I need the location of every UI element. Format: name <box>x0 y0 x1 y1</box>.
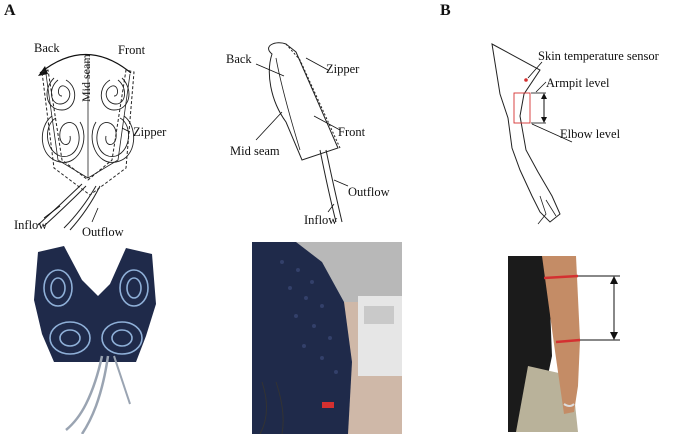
side-view-zipper-label: Zipper <box>326 62 360 76</box>
side-view-back-label: Back <box>226 52 252 66</box>
arm-photo <box>508 256 630 432</box>
side-view-front-label: Front <box>338 125 366 139</box>
arm-sensor-label: Skin temperature sensor <box>538 49 659 63</box>
side-view-inflow-label: Inflow <box>304 213 338 227</box>
front-view-front-label: Front <box>118 43 146 57</box>
front-view-zipper-label: Zipper <box>133 125 167 139</box>
panel-label-a: A <box>4 2 16 19</box>
front-view-outflow-label: Outflow <box>82 225 124 239</box>
side-view-mid-seam-label: Mid seam <box>230 144 280 158</box>
garment-front-photo <box>26 244 166 434</box>
side-view-outflow-label: Outflow <box>348 185 390 199</box>
front-view-back-label: Back <box>34 41 60 55</box>
panel-label-b: B <box>440 2 451 19</box>
front-view-inflow-label: Inflow <box>14 218 48 232</box>
arm-elbow-label: Elbow level <box>560 127 621 141</box>
arm-armpit-label: Armpit level <box>546 76 610 90</box>
garment-side-photo <box>252 242 402 434</box>
